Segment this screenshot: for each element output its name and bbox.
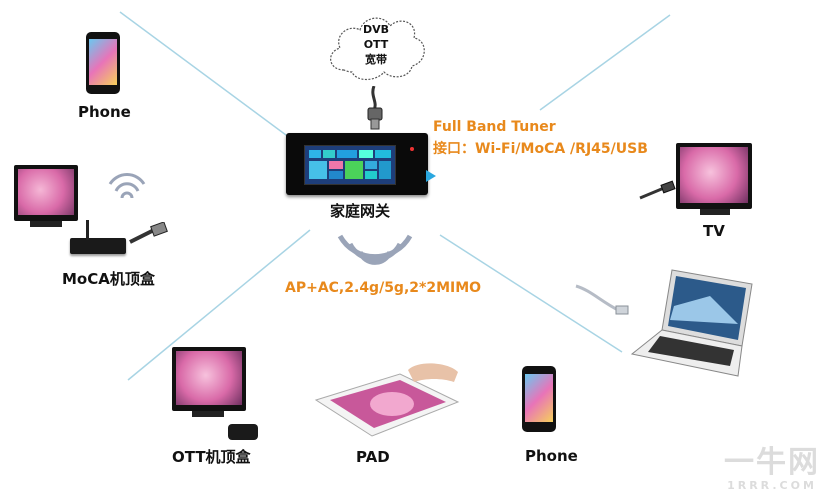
watermark-logo: 一牛网 bbox=[724, 445, 820, 480]
home-gateway-device bbox=[286, 133, 428, 195]
tuner-title: Full Band Tuner bbox=[433, 119, 556, 135]
tv-stand bbox=[700, 209, 730, 215]
phone-bottom-device bbox=[522, 366, 556, 432]
ott-tv-screen bbox=[176, 351, 242, 405]
phone-top-device bbox=[86, 32, 120, 94]
moca-tv-device bbox=[14, 165, 78, 221]
watermark-url: 1RRR.COM bbox=[727, 479, 817, 492]
ap-label: AP+AC,2.4g/5g,2*2MIMO bbox=[285, 280, 482, 296]
phone-bottom-label: Phone bbox=[525, 447, 578, 465]
ott-stb-label: OTT机顶盒 bbox=[172, 448, 251, 466]
phone-top-screen bbox=[89, 39, 117, 85]
ott-stb-box bbox=[228, 424, 258, 440]
ethernet-cable-icon bbox=[575, 284, 629, 315]
line-to-ott bbox=[127, 229, 311, 381]
pad-device bbox=[314, 363, 460, 437]
moca-tv-screen bbox=[18, 169, 74, 215]
status-led-icon bbox=[410, 147, 414, 151]
tv-device bbox=[676, 143, 752, 209]
coax-cable-icon bbox=[367, 86, 383, 130]
cloud-icon bbox=[330, 17, 425, 81]
ott-tv-device bbox=[172, 347, 246, 411]
gateway-label: 家庭网关 bbox=[330, 202, 391, 220]
tv-label: TV bbox=[703, 222, 725, 240]
phone-bottom-screen bbox=[525, 374, 553, 422]
moca-antenna-icon bbox=[86, 220, 89, 240]
moca-cable-icon bbox=[129, 222, 168, 244]
cloud-line-dvb: DVB bbox=[362, 23, 390, 36]
pad-label: PAD bbox=[356, 448, 390, 466]
tuner-interfaces: 接口：Wi-Fi/MoCA /RJ45/USB bbox=[433, 141, 648, 157]
gateway-tiles-icon bbox=[309, 150, 391, 179]
phone-top-label: Phone bbox=[78, 103, 131, 121]
cloud-line-broadband: 宽带 bbox=[365, 53, 387, 66]
moca-stb-label: MoCA机顶盒 bbox=[62, 270, 155, 288]
cloud-line-ott: OTT bbox=[363, 38, 389, 51]
hdmi-cable-icon bbox=[639, 180, 676, 200]
moca-stb-box bbox=[70, 238, 126, 254]
network-cloud: DVB OTT 宽带 bbox=[322, 8, 430, 86]
moca-tv-stand bbox=[30, 221, 62, 227]
ott-tv-stand bbox=[192, 411, 224, 417]
line-to-tv bbox=[539, 14, 671, 111]
wifi-small-icon bbox=[108, 173, 146, 199]
gateway-screen bbox=[304, 145, 396, 185]
line-to-phone bbox=[119, 11, 291, 139]
laptop-device bbox=[630, 269, 753, 377]
watermark: 一牛网 1RRR.COM bbox=[724, 445, 820, 492]
line-to-laptop bbox=[439, 234, 623, 353]
arrow-icon bbox=[426, 170, 436, 182]
wifi-signal-icon bbox=[337, 234, 413, 265]
tv-screen bbox=[680, 147, 748, 203]
